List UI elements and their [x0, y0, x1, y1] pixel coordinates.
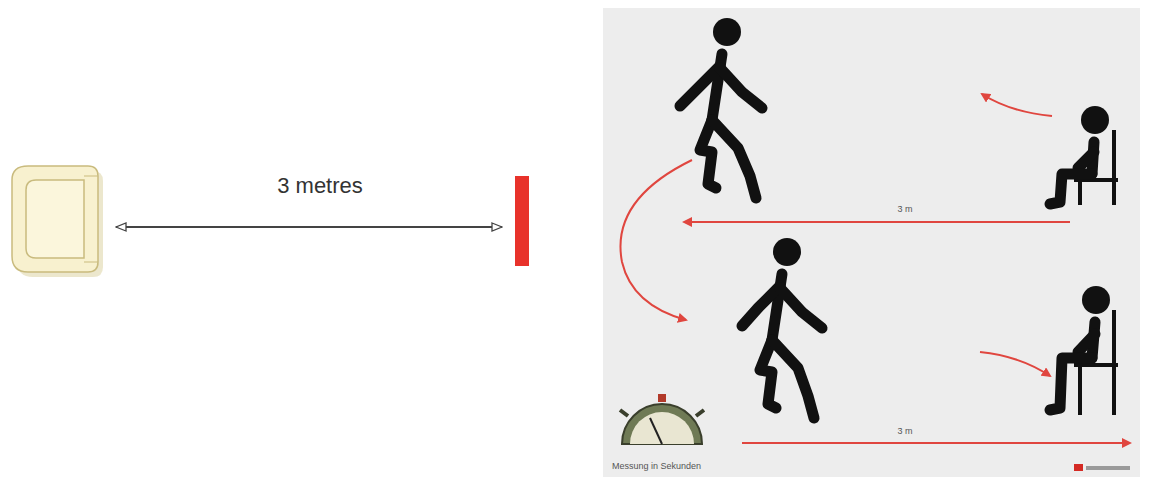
- motion-arrow: [620, 94, 1130, 443]
- logo-mark: [1074, 464, 1130, 471]
- distance-label: 3 m: [897, 205, 912, 215]
- stopwatch-icon: [620, 394, 704, 444]
- walking-figure: [680, 18, 762, 198]
- illustration-panel: [603, 8, 1140, 477]
- seated-figure: [1050, 106, 1118, 205]
- armchair-icon: [12, 166, 103, 277]
- caption-note: Messung in Sekunden: [612, 462, 701, 472]
- dimension-label: 3 metres: [277, 174, 363, 198]
- walking-figure: [742, 238, 822, 418]
- dimension-arrow: [116, 226, 502, 228]
- seated-figure: [1050, 286, 1118, 415]
- distance-label: 3 m: [897, 427, 912, 437]
- marker-bar: [515, 176, 529, 266]
